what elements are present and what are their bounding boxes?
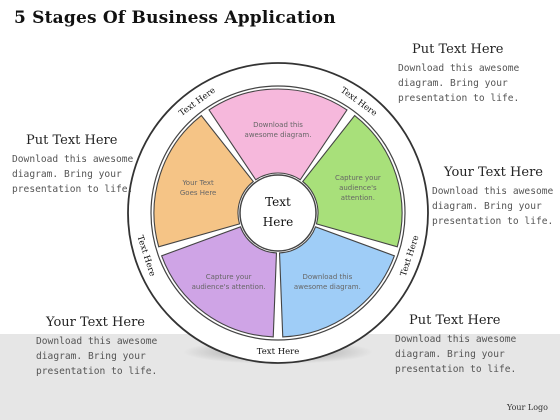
callout-body: Download this awesome diagram. Bring you…: [395, 334, 517, 375]
logo-text: Your Logo: [507, 403, 548, 412]
segment-text: audience's: [339, 184, 377, 192]
segment-text: Your Text: [181, 179, 214, 187]
segment-text: Download this: [253, 121, 303, 129]
center-text-line2: Here: [263, 215, 293, 229]
ring-label: Text Here: [257, 347, 300, 357]
center-circle: [239, 174, 317, 252]
segment-green: [301, 114, 403, 248]
callout-heading: Put Text Here: [409, 313, 501, 328]
callout-heading: Your Text Here: [444, 165, 543, 180]
callout-heading: Put Text Here: [412, 42, 504, 57]
center-text-line1: Text: [265, 195, 291, 209]
segment-text: awesome diagram.: [245, 131, 312, 139]
inner-ring-edge: [150, 85, 406, 341]
segment-orange: [153, 114, 255, 248]
callout-bottom-right: Put Text Here Download this awesome diag…: [395, 313, 516, 377]
callout-body: Download this awesome diagram. Bring you…: [36, 336, 158, 377]
segment-text: audience's attention.: [192, 283, 266, 291]
callout-top-right: Put Text Here Download this awesome diag…: [398, 42, 519, 106]
segment-pink: [208, 88, 348, 181]
page-title: 5 Stages Of Business Application: [14, 8, 336, 28]
segment-purple: [160, 226, 278, 338]
segment-text: awesome diagram.: [294, 283, 361, 291]
segment-text: Goes Here: [180, 189, 217, 197]
callout-body: Download this awesome diagram. Bring you…: [432, 186, 554, 227]
segment-text: Download this: [302, 273, 352, 281]
callout-body: Download this awesome diagram. Bring you…: [12, 154, 134, 195]
callout-bottom-left: Your Text Here Download this awesome dia…: [36, 315, 157, 379]
callout-body: Download this awesome diagram. Bring you…: [398, 63, 520, 104]
segment-text: Capture your: [335, 174, 381, 182]
callout-left: Put Text Here Download this awesome diag…: [12, 133, 133, 197]
callout-right: Your Text Here Download this awesome dia…: [432, 165, 553, 229]
callout-heading: Your Text Here: [46, 315, 145, 330]
segment-text: Capture your: [206, 273, 252, 281]
callout-heading: Put Text Here: [26, 133, 118, 148]
segment-blue: [278, 226, 396, 338]
segment-text: attention.: [341, 194, 375, 202]
